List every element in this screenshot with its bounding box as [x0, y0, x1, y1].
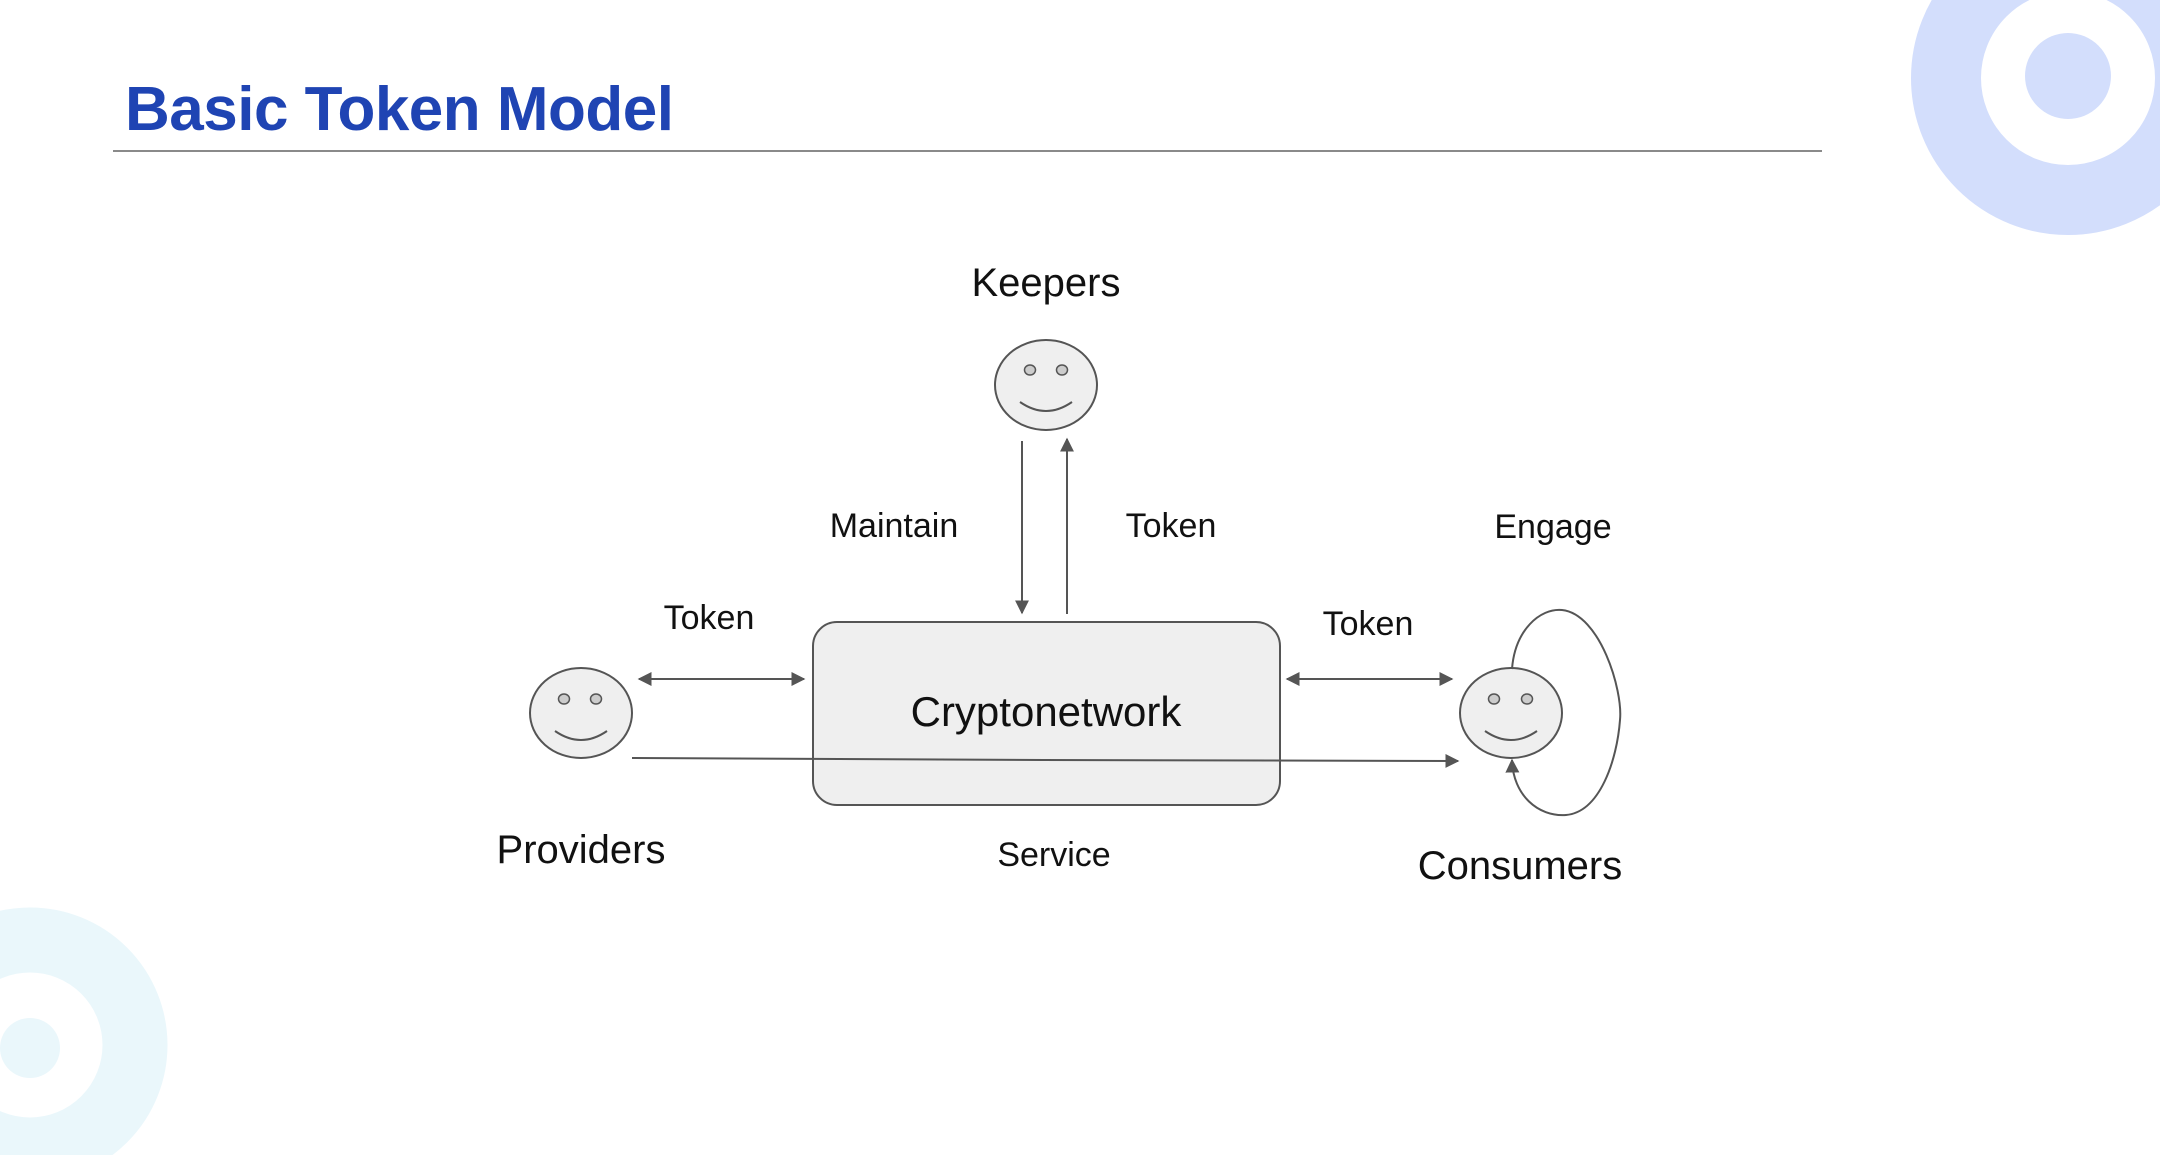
service-label: Service: [997, 836, 1110, 874]
decor-ring-bottom-left: [0, 907, 168, 1155]
consumers-face-icon: [1459, 667, 1563, 759]
decor-ring-top-right: [1911, 0, 2160, 235]
consumers-token-label: Token: [1323, 605, 1414, 643]
providers-token-label: Token: [664, 599, 755, 637]
providers-face-icon: [529, 667, 633, 759]
page-title: Basic Token Model: [125, 75, 674, 144]
cryptonetwork-label: Cryptonetwork: [911, 688, 1183, 735]
consumers-label: Consumers: [1418, 844, 1623, 888]
engage-loop-arrow: [1505, 608, 1622, 817]
service-arrow: [631, 753, 1460, 768]
providers-label: Providers: [497, 828, 666, 872]
keepers-token-label: Token: [1126, 507, 1217, 545]
engage-label: Engage: [1494, 508, 1611, 546]
keepers-face-icon: [994, 339, 1098, 431]
keepers-label: Keepers: [972, 261, 1121, 305]
maintain-label: Maintain: [830, 507, 959, 545]
